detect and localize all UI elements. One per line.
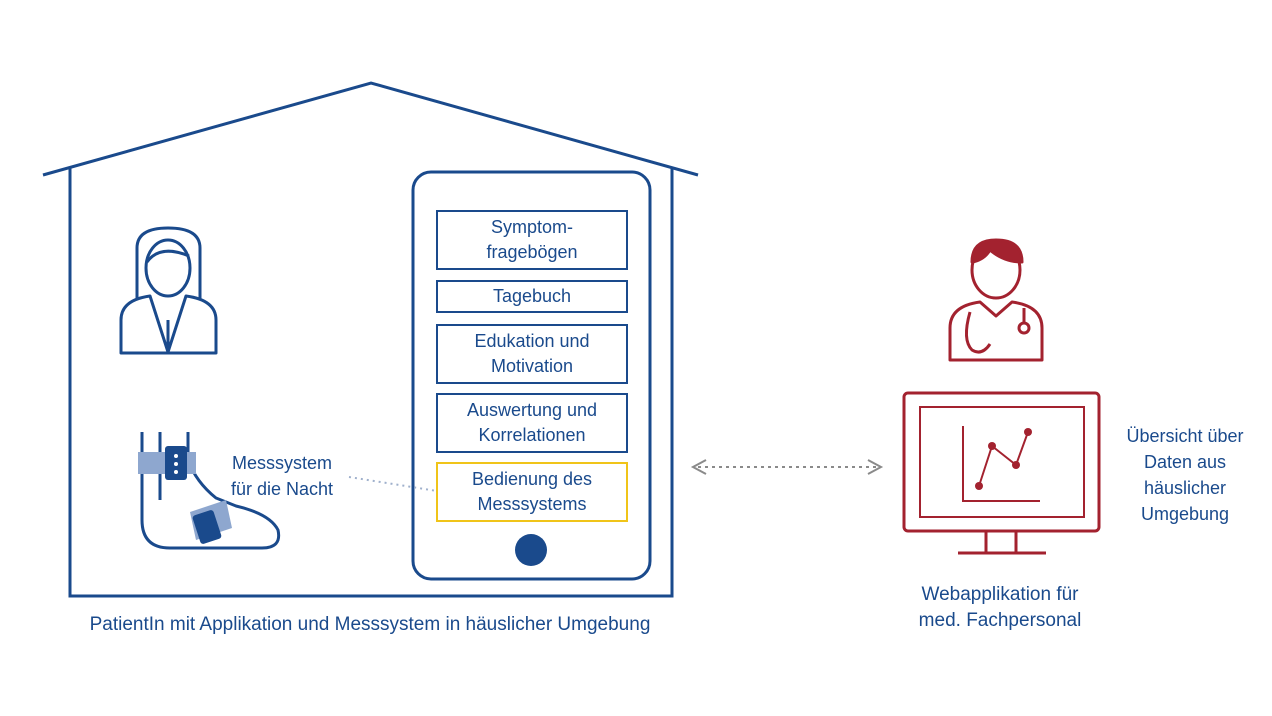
messsystem-label: Messsystem für die Nacht [230, 453, 334, 499]
web-caption: Webapplikation für med. Fachpersonal [918, 584, 1082, 631]
phone-item-label: Bedienung des Messsystems [471, 469, 593, 514]
phone-home-button [515, 534, 547, 566]
overview-label: Übersicht über Daten aus häuslicher Umge… [1126, 426, 1244, 524]
phone-item-edukation[interactable]: Edukation und Motivation [436, 324, 628, 384]
monitor-chart-icon [902, 391, 1101, 555]
foot-sensor-icon [138, 432, 281, 550]
phone-item-label: Tagebuch [492, 286, 572, 306]
home-caption: PatientIn mit Applikation und Messsystem… [89, 614, 651, 635]
phone-item-label: Symptom- fragebögen [486, 217, 578, 262]
phone-item-symptomfrageboegen[interactable]: Symptom- fragebögen [436, 210, 628, 270]
phone-item-bedienung[interactable]: Bedienung des Messsystems [436, 462, 628, 522]
phone-item-auswertung[interactable]: Auswertung und Korrelationen [436, 393, 628, 453]
bidirectional-arrow-icon [690, 459, 884, 475]
female-patient-icon [119, 226, 218, 355]
doctor-icon [948, 238, 1044, 362]
phone-item-tagebuch[interactable]: Tagebuch [436, 280, 628, 313]
phone-item-label: Auswertung und Korrelationen [466, 400, 598, 445]
phone-item-label: Edukation und Motivation [474, 331, 590, 376]
house-outline-icon [42, 81, 699, 598]
